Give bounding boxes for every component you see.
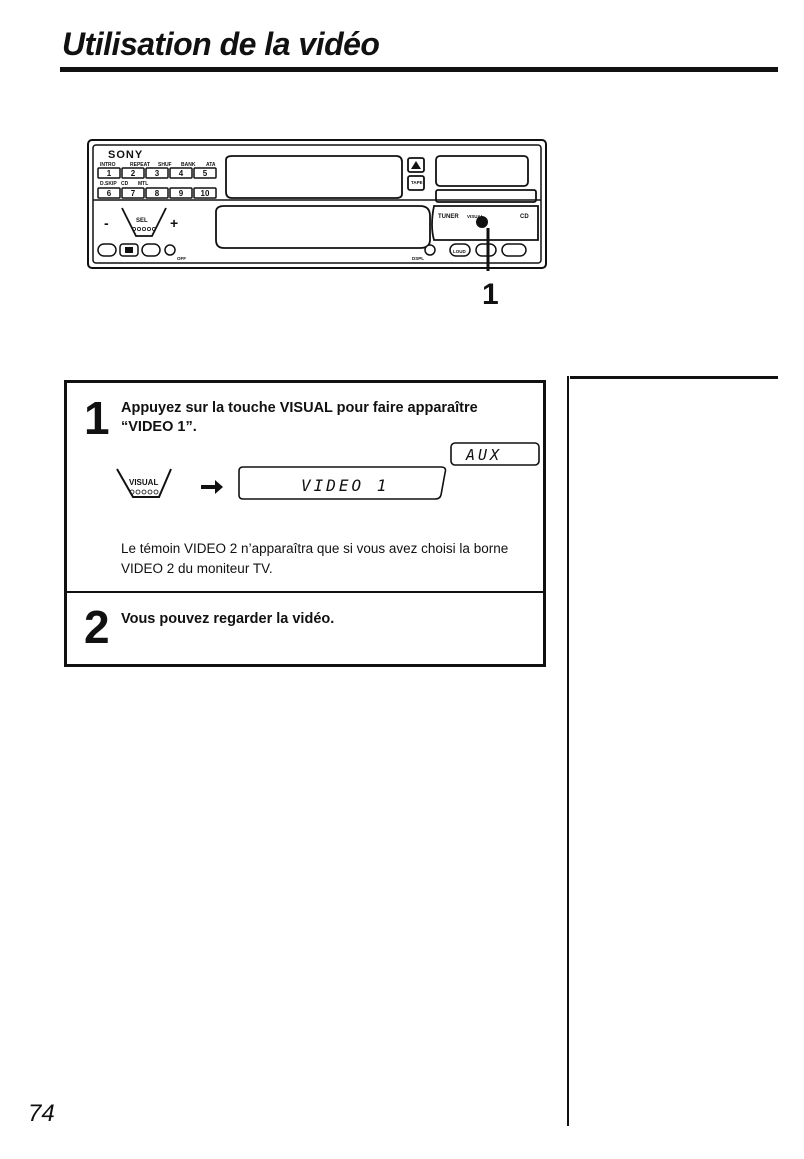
tape-label: TAPE bbox=[411, 180, 423, 185]
preset-label-10: 10 bbox=[201, 189, 210, 198]
off-label: OFF bbox=[177, 256, 186, 261]
visual-button-label: VISUAL bbox=[129, 478, 158, 487]
bottom-button-3 bbox=[141, 243, 161, 257]
sel-dot-5 bbox=[152, 227, 157, 232]
step-2-instruction: Vous pouvez regarder la vidéo. bbox=[121, 611, 335, 627]
preset-button-7 bbox=[121, 187, 145, 199]
preset-button-2 bbox=[121, 167, 145, 179]
loud-button bbox=[449, 243, 471, 257]
sel-dot-4 bbox=[147, 227, 152, 232]
preset-label-8: 8 bbox=[155, 189, 160, 198]
sel-dot-3 bbox=[142, 227, 147, 232]
bottom-button-1 bbox=[97, 243, 117, 257]
label-dskip: D.SKIP bbox=[100, 181, 117, 187]
cd-label: CD bbox=[520, 214, 529, 220]
preset-button-8 bbox=[145, 187, 169, 199]
bottom-button-2-inner bbox=[125, 247, 133, 253]
seek-bar bbox=[435, 189, 537, 203]
preset-label-9: 9 bbox=[179, 189, 184, 198]
tuner-label: TUNER bbox=[438, 214, 459, 220]
step-1-instruction: Appuyez sur la touche VISUAL pour faire … bbox=[121, 400, 478, 435]
bottom-right-button-3 bbox=[501, 243, 527, 257]
page-number: 74 bbox=[28, 1100, 55, 1127]
display-window bbox=[215, 205, 431, 249]
display-text: VIDEO 1 bbox=[301, 476, 389, 495]
step-1-illustration: VISUAL VIDEO 1 AUX bbox=[116, 442, 540, 500]
steps-divider bbox=[67, 591, 543, 593]
stereo-outer-frame bbox=[87, 139, 547, 269]
preset-label-3: 3 bbox=[155, 169, 160, 178]
stereo-inner-frame bbox=[92, 144, 542, 264]
sel-dot-1 bbox=[132, 227, 137, 232]
label-ata: ATA bbox=[206, 162, 216, 168]
preset-label-1: 1 bbox=[107, 169, 112, 178]
arrow-right-icon bbox=[201, 480, 223, 494]
preset-button-4 bbox=[169, 167, 193, 179]
step-1-number: 1 bbox=[84, 392, 110, 444]
preset-button-9 bbox=[169, 187, 193, 199]
dspl-label: DSPL bbox=[412, 256, 424, 261]
bottom-right-button-2 bbox=[475, 243, 497, 257]
step-1-note: Le témoin VIDEO 2 n’apparaîtra que si vo… bbox=[121, 541, 509, 576]
label-mtl: MTL bbox=[138, 181, 148, 187]
label-cd-small: CD bbox=[121, 181, 129, 187]
visual-dot-1 bbox=[129, 489, 135, 495]
tuner-cd-panel bbox=[431, 205, 539, 241]
steps-box: 1 Appuyez sur la touche VISUAL pour fair… bbox=[64, 380, 546, 667]
preset-button-1 bbox=[97, 167, 121, 179]
preset-button-6 bbox=[97, 187, 121, 199]
dspl-button bbox=[424, 244, 436, 256]
brand-logo: SONY bbox=[108, 149, 143, 161]
visual-dot-4 bbox=[147, 489, 153, 495]
aux-indicator-text: AUX bbox=[465, 446, 502, 464]
step-2-number: 2 bbox=[84, 601, 110, 653]
label-repeat: REPEAT bbox=[130, 162, 150, 168]
display-frame bbox=[238, 466, 447, 500]
right-display-window bbox=[435, 155, 529, 187]
loud-label: LOUD bbox=[453, 249, 466, 254]
visual-button-highlight bbox=[476, 216, 488, 228]
preset-label-4: 4 bbox=[179, 169, 184, 178]
sel-label: SEL bbox=[136, 218, 148, 224]
sel-knob bbox=[121, 207, 167, 237]
label-bank: BANK bbox=[181, 162, 196, 168]
visual-dot-2 bbox=[135, 489, 141, 495]
side-column-vertical-line bbox=[567, 376, 569, 1126]
visual-dot-5 bbox=[153, 489, 159, 495]
sel-minus: - bbox=[104, 215, 109, 231]
visual-button-icon bbox=[116, 468, 172, 498]
cassette-slot bbox=[225, 155, 403, 199]
eject-icon bbox=[411, 161, 421, 169]
preset-button-3 bbox=[145, 167, 169, 179]
preset-label-7: 7 bbox=[131, 189, 136, 198]
sel-dot-2 bbox=[137, 227, 142, 232]
callout-number: 1 bbox=[482, 278, 499, 311]
page-title: Utilisation de la vidéo bbox=[62, 26, 380, 62]
side-column-rule bbox=[570, 376, 778, 379]
preset-label-5: 5 bbox=[203, 169, 208, 178]
car-stereo-illustration: SONY INTRO REPEAT SHUF BANK ATA D.SKIP C… bbox=[87, 139, 547, 271]
aux-indicator-frame bbox=[450, 442, 540, 466]
preset-label-2: 2 bbox=[131, 169, 136, 178]
preset-button-10 bbox=[193, 187, 217, 199]
preset-label-6: 6 bbox=[107, 189, 112, 198]
label-intro: INTRO bbox=[100, 162, 116, 168]
sel-plus: + bbox=[170, 215, 178, 231]
label-shuf: SHUF bbox=[158, 162, 172, 168]
visual-dot-3 bbox=[141, 489, 147, 495]
preset-button-5 bbox=[193, 167, 217, 179]
off-button bbox=[164, 244, 176, 256]
visual-label: VISUAL bbox=[467, 214, 484, 219]
title-rule bbox=[60, 67, 778, 72]
tape-button bbox=[407, 175, 425, 191]
eject-button bbox=[407, 157, 425, 173]
